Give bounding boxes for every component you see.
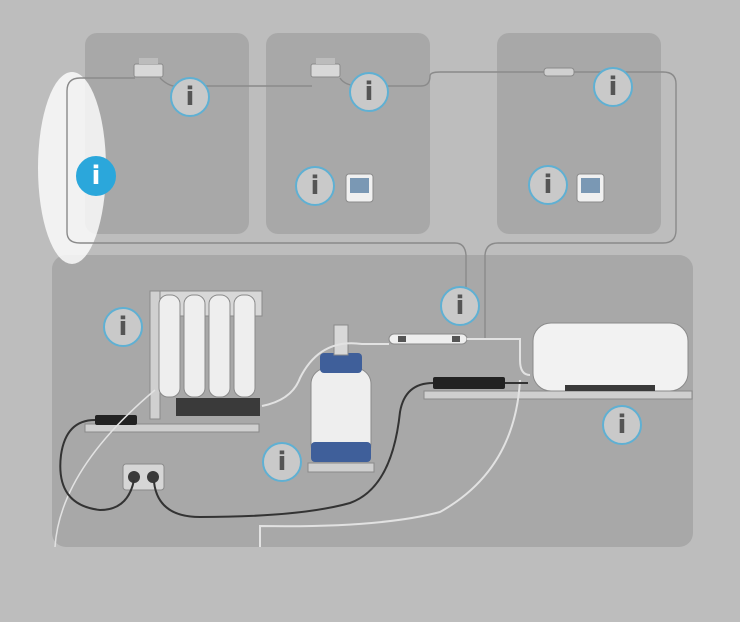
info-hotspot-thermostat-room-3[interactable]: i (528, 165, 568, 205)
power-cable-2 (153, 382, 434, 519)
info-hotspot-pressure-tank[interactable]: i (262, 442, 302, 482)
info-hotspot-filter-system[interactable]: i (103, 307, 143, 347)
power-adapter-2 (433, 377, 505, 389)
sensor-device-2 (310, 58, 341, 78)
water-tube (261, 342, 389, 407)
uv-lamp-device (388, 333, 468, 345)
wall-socket (122, 463, 165, 491)
power-cable-1 (59, 419, 135, 512)
utility-panel (52, 255, 693, 547)
pressure-tank-device (307, 324, 375, 473)
filter-system-device (149, 290, 263, 420)
thermostat-device-3 (576, 173, 605, 203)
thermostat-device-2 (345, 173, 374, 203)
drain-tube (259, 379, 521, 547)
info-hotspot-sensor-room-2[interactable]: i (349, 72, 389, 112)
control-unit-device (532, 322, 689, 392)
room-panel-3 (497, 33, 661, 234)
info-hotspot-wall-zone[interactable]: i (76, 156, 116, 196)
room-panel-1 (85, 33, 249, 234)
return-pipe (484, 71, 677, 340)
sensor-device-1 (133, 58, 164, 78)
room-panel-2 (266, 33, 430, 234)
info-hotspot-sensor-room-1[interactable]: i (170, 77, 210, 117)
water-tube-2 (467, 338, 531, 376)
loop-pipe (66, 77, 467, 300)
supply-tube (54, 389, 156, 548)
wall-zone-highlight (38, 72, 106, 264)
unit-shelf (423, 390, 693, 400)
info-hotspot-flow-meter[interactable]: i (593, 67, 633, 107)
filter-shelf (84, 423, 260, 433)
info-hotspot-control-unit[interactable]: i (602, 405, 642, 445)
flow-meter-device (543, 67, 575, 77)
power-adapter-1 (95, 415, 137, 425)
info-hotspot-thermostat-room-2[interactable]: i (295, 166, 335, 206)
info-hotspot-uv-lamp[interactable]: i (440, 286, 480, 326)
